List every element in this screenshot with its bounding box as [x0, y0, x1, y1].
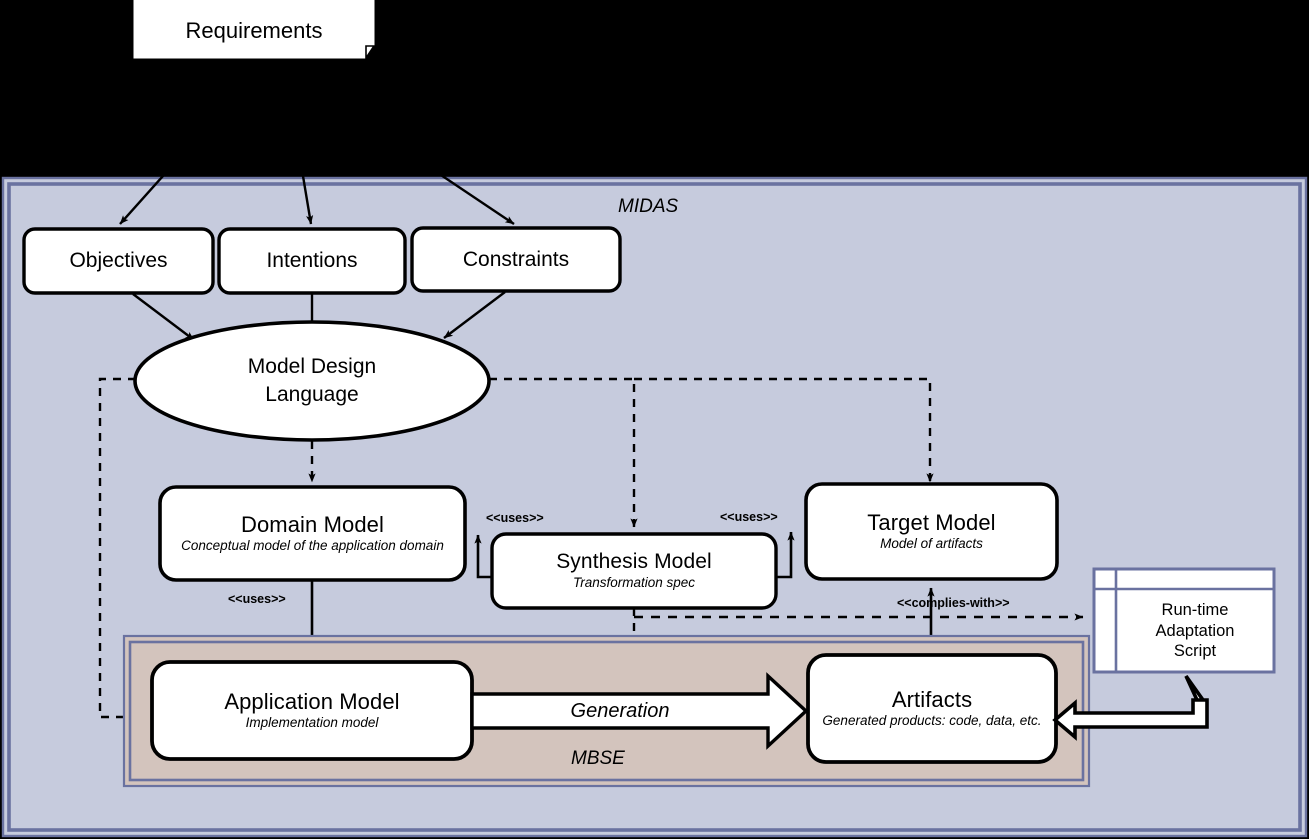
domain-model-node[interactable]: [158, 485, 467, 582]
edge-synthesis-uses-domain: [474, 534, 492, 579]
model-design-language-node[interactable]: [133, 320, 491, 442]
edge-requirements-to-constraints: [343, 109, 515, 225]
intentions-node[interactable]: [217, 227, 407, 295]
artifacts-node[interactable]: [806, 653, 1058, 764]
synthesis-model-node[interactable]: [490, 532, 778, 610]
edge-synthesis-uses-target: [776, 531, 795, 579]
edge-mdl-to-synthesis-model: [489, 377, 638, 528]
requirements-node: [133, 0, 376, 61]
application-model-node[interactable]: [150, 660, 474, 761]
runtime-adaptation-script-node[interactable]: [1092, 567, 1276, 674]
edge-requirements-to-objectives: [119, 109, 223, 225]
edge-mdl-to-application-model: [98, 377, 142, 721]
edge-requirements-to-intentions: [290, 109, 314, 225]
edge-constraints-to-mdl: [443, 291, 506, 339]
edge-mdl-to-target-model: [634, 377, 934, 483]
objectives-node[interactable]: [22, 227, 215, 295]
generation-block-arrow: [470, 672, 809, 750]
edge-objectives-to-mdl: [132, 293, 195, 341]
constraints-node[interactable]: [410, 226, 622, 293]
target-model-node[interactable]: [804, 482, 1059, 581]
edge-artifacts-runtime-script-double: [1052, 674, 1209, 741]
